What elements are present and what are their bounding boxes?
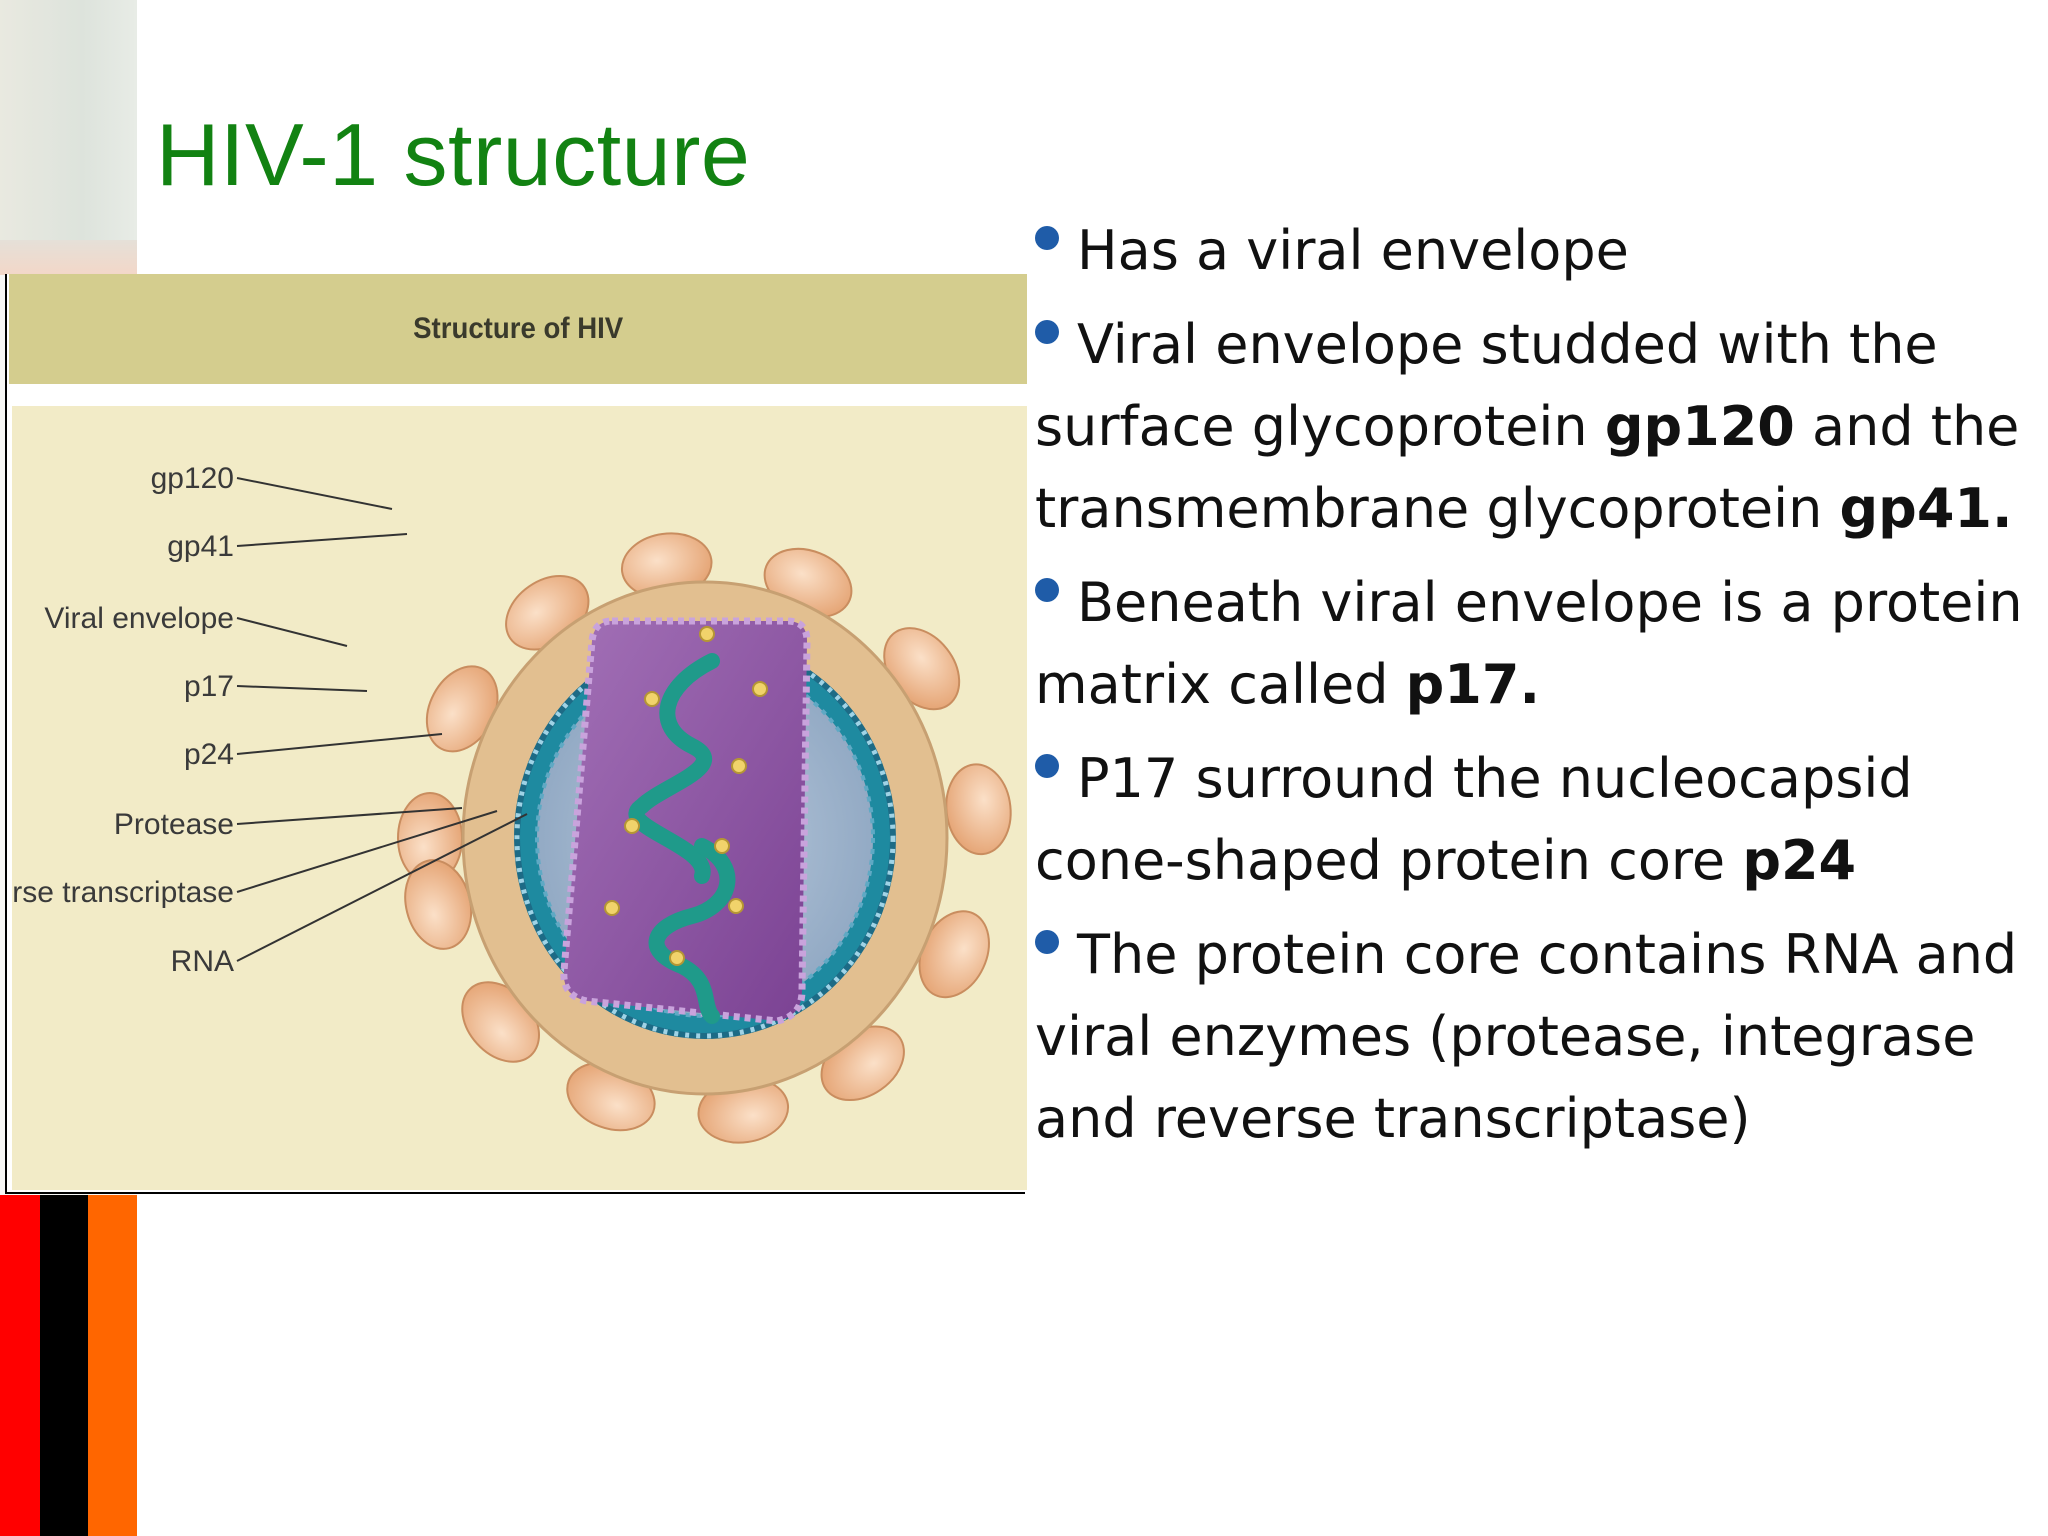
label-gp41: gp41	[167, 530, 234, 563]
bullet-dot-icon	[1035, 226, 1059, 250]
bullet-dot-icon	[1035, 320, 1059, 344]
bullet-dot-icon	[1035, 754, 1059, 778]
orange-band	[88, 1195, 137, 1536]
bullet-item: Viral envelope studded with the surface …	[1035, 313, 2020, 540]
figure-header-text: Structure of HIV	[412, 312, 624, 345]
black-band	[40, 1195, 88, 1536]
figure-body: gp120 gp41 Viral envelope p17 p24 Protea…	[12, 406, 1027, 1190]
bullet-item: Has a viral envelope	[1035, 210, 2025, 292]
label-viral-envelope: Viral envelope	[44, 602, 234, 635]
bullet-item: P17 surround the nucleocapsid cone-shape…	[1035, 747, 1913, 892]
figure-header: Structure of HIV	[9, 274, 1027, 384]
hiv-virion-diagram: gp120 gp41 Viral envelope p17 p24 Protea…	[12, 462, 1012, 1144]
left-stripe-fade	[0, 240, 137, 275]
label-rna: RNA	[171, 945, 234, 978]
label-p17: p17	[184, 670, 234, 703]
label-reverse-transcriptase: Reverse transcriptase	[12, 876, 234, 909]
leader-lines	[236, 477, 528, 962]
bullet-dot-icon	[1035, 930, 1059, 954]
rna-strand-2	[648, 838, 736, 1024]
bullet-list: Has a viral envelope Viral envelope stud…	[1035, 210, 2025, 1172]
rna-strand-1	[628, 653, 720, 884]
enzymes	[604, 626, 768, 966]
label-p24: p24	[184, 738, 234, 771]
red-band	[0, 1195, 40, 1536]
hiv-structure-figure: Structure of HIV	[5, 274, 1027, 1194]
left-stripe-top	[0, 0, 137, 240]
capsid-core-p24	[560, 617, 811, 1025]
label-protease: Protease	[114, 808, 234, 841]
bullet-dot-icon	[1035, 578, 1059, 602]
slide-title: HIV-1 structure	[156, 105, 751, 204]
label-gp120: gp120	[151, 462, 234, 495]
matrix-beads	[514, 637, 896, 1039]
bullet-item: Beneath viral envelope is a protein matr…	[1035, 571, 2023, 716]
bullet-item: The protein core contains RNA and viral …	[1035, 923, 2018, 1150]
